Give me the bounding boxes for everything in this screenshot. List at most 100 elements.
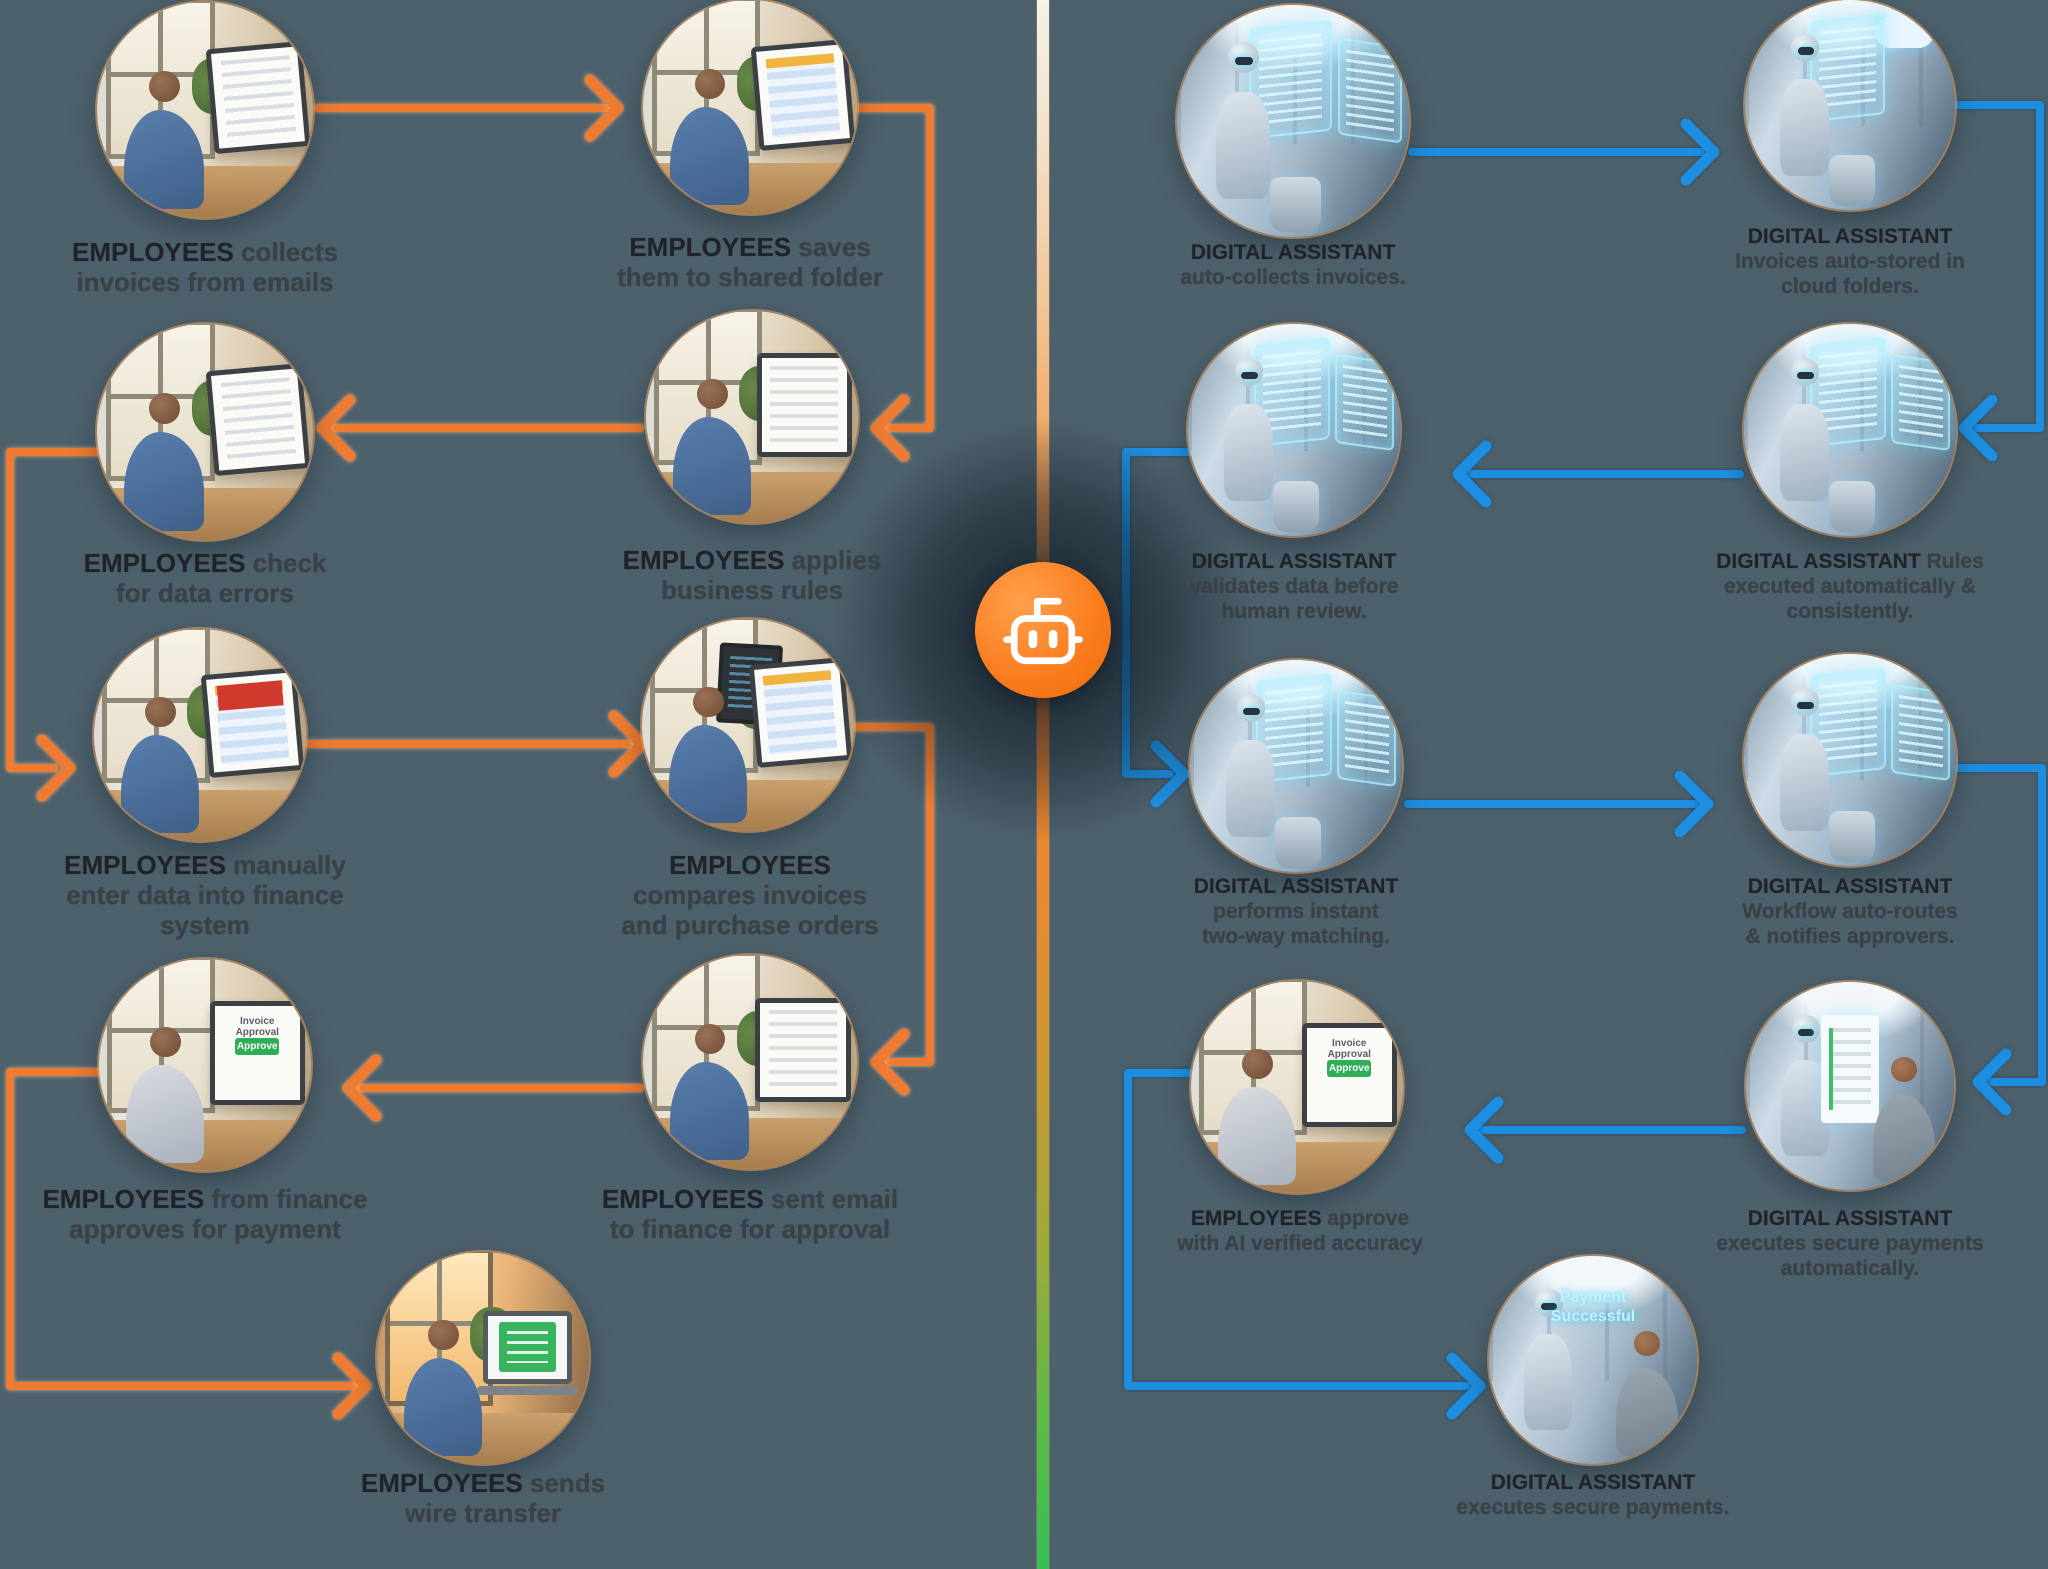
caption-auto-stored-cloud: DIGITAL ASSISTANT Invoices auto-stored i… <box>1735 225 1965 298</box>
photo-employee-entering-data <box>94 629 306 841</box>
arrow-collects-to-saves <box>314 74 624 142</box>
employee-graphic <box>1869 1056 1940 1182</box>
robot-visor-graphic <box>1798 1028 1815 1037</box>
photo-finance-employee-approving: Invoice Approval Approve <box>99 959 311 1171</box>
checklist-document-graphic <box>1820 1015 1880 1124</box>
step-circle-collects-invoices <box>97 2 313 218</box>
step-circle-auto-collects <box>1177 5 1409 237</box>
employee-graphic <box>1212 1048 1301 1185</box>
photo-robot-validating-data <box>1188 324 1400 536</box>
step-circle-validates-data <box>1188 324 1400 536</box>
step-circle-check-errors <box>97 324 313 540</box>
step-circle-compares-invoices <box>642 619 854 831</box>
arrow-rules-executed-to-validates <box>1452 440 1744 508</box>
caption-executes-payments-auto: DIGITAL ASSISTANT executes secure paymen… <box>1716 1207 1984 1280</box>
robot-graphic <box>1516 1289 1583 1439</box>
approve-button-graphic: Approve <box>1327 1060 1372 1077</box>
caption-saves-to-folder: EMPLOYEES saves them to shared folder <box>617 232 883 292</box>
step-circle-saves-to-folder <box>643 0 857 214</box>
hologram-panel-graphic <box>1890 683 1950 781</box>
step-circle-executes-payments-auto <box>1746 982 1954 1190</box>
step-circle-sent-email <box>643 955 857 1169</box>
holo-table-graphic <box>1828 810 1876 862</box>
robot-visor-graphic <box>1797 47 1814 55</box>
monitor-graphic <box>205 363 311 477</box>
caption-secure-payments: DIGITAL ASSISTANT executes secure paymen… <box>1456 1471 1730 1519</box>
robot-icon <box>1003 597 1083 665</box>
holo-table-graphic <box>1828 480 1876 532</box>
photo-employee-comparing-invoices <box>642 619 854 831</box>
employee-graphic <box>1612 1330 1683 1456</box>
holo-table-graphic <box>1829 155 1876 206</box>
caption-compares-invoices: EMPLOYEES compares invoices and purchase… <box>621 850 879 940</box>
caption-auto-collects: DIGITAL ASSISTANT auto-collects invoices… <box>1180 241 1406 289</box>
robot-graphic <box>1207 42 1281 209</box>
step-circle-workflow-auto-routes <box>1744 654 1956 866</box>
employee-graphic <box>120 1026 209 1163</box>
photo-employee-wire-transfer <box>377 1252 589 1464</box>
robot-graphic <box>1773 1015 1840 1165</box>
spreadsheet-monitor-graphic <box>748 657 852 769</box>
step-circle-finance-approves: Invoice Approval Approve <box>99 959 311 1171</box>
caption-rules-executed: DIGITAL ASSISTANT Rules executed automat… <box>1716 550 1984 623</box>
arrow-enter-data-to-compares <box>304 710 648 778</box>
step-circle-manual-data-entry <box>94 629 306 841</box>
arrow-applies-rules-to-check-errors <box>316 394 644 462</box>
center-divider-line <box>1037 0 1049 1569</box>
transfer-success-panel-graphic <box>499 1322 556 1372</box>
employee-graphic <box>663 686 752 823</box>
approval-monitor-graphic: Invoice Approval Approve <box>1301 1023 1397 1127</box>
caption-manual-data-entry: EMPLOYEES manually enter data into finan… <box>64 850 346 940</box>
caption-wire-transfer: EMPLOYEES sends wire transfer <box>360 1468 606 1528</box>
invoice-approval-label: Invoice Approval <box>1327 1037 1371 1060</box>
caption-two-way-matching: DIGITAL ASSISTANT performs instant two-w… <box>1193 875 1399 948</box>
employee-graphic <box>664 68 754 206</box>
arrow-auto-collects-to-auto-stored <box>1408 118 1720 186</box>
photo-employee-ai-approval: Invoice Approval Approve <box>1191 981 1403 1193</box>
caption-finance-approves: EMPLOYEES from finance approves for paym… <box>42 1184 368 1244</box>
step-circle-two-way-matching <box>1190 660 1402 872</box>
photo-robot-matching <box>1190 660 1402 872</box>
arrow-executes-payments-to-employees-approve <box>1464 1096 1746 1164</box>
robot-visor-graphic <box>1235 57 1254 66</box>
robot-badge <box>975 562 1111 698</box>
photo-employee-checking-errors <box>97 324 313 540</box>
hologram-panel-graphic <box>1337 37 1403 144</box>
photo-payment-successful: Payment Successful <box>1489 1256 1697 1464</box>
caption-employees-approve-ai: EMPLOYEES approve with AI verified accur… <box>1177 1207 1423 1255</box>
hologram-panel-graphic <box>1890 353 1950 451</box>
employee-graphic <box>398 1319 487 1456</box>
invoice-approval-label: Invoice Approval <box>235 1015 279 1038</box>
caption-validates-data: DIGITAL ASSISTANT validates data before … <box>1189 550 1399 623</box>
photo-robot-executing-rules <box>1744 324 1956 536</box>
caption-check-errors: EMPLOYEES check for data errors <box>83 548 327 608</box>
employee-graphic <box>667 378 756 515</box>
employee-graphic <box>119 393 210 532</box>
photo-robot-routing-workflow <box>1744 654 1956 866</box>
error-monitor-graphic <box>200 667 304 779</box>
robot-graphic <box>1772 357 1840 511</box>
robot-visor-graphic <box>1541 1302 1558 1311</box>
arrow-validates-to-matching <box>1122 448 1196 808</box>
folder-monitor-graphic <box>756 353 852 457</box>
robot-visor-graphic <box>1797 371 1814 380</box>
approval-monitor-graphic: Invoice Approval Approve <box>209 1001 305 1105</box>
payment-successful-label: Payment Successful <box>1550 1289 1636 1325</box>
monitor-graphic <box>205 41 311 155</box>
photo-robot-and-employee-payments <box>1746 982 1954 1190</box>
robot-graphic <box>1772 687 1840 841</box>
employee-graphic <box>115 696 204 833</box>
arrow-sent-email-to-finance-approves <box>342 1054 644 1122</box>
holo-table-graphic <box>1269 176 1321 233</box>
holo-table-graphic <box>1274 816 1322 868</box>
step-circle-applies-rules <box>646 311 858 523</box>
employee-graphic <box>664 1023 754 1161</box>
photo-employee-collecting-invoices <box>97 2 313 218</box>
step-circle-rules-executed <box>1744 324 1956 536</box>
employee-graphic <box>119 71 210 210</box>
robot-graphic <box>1772 33 1839 185</box>
arrow-matching-to-auto-routes <box>1404 770 1714 838</box>
caption-collects-invoices: EMPLOYEES collects invoices from emails <box>72 237 338 297</box>
holo-table-graphic <box>1272 480 1320 532</box>
robot-visor-graphic <box>1797 701 1814 710</box>
